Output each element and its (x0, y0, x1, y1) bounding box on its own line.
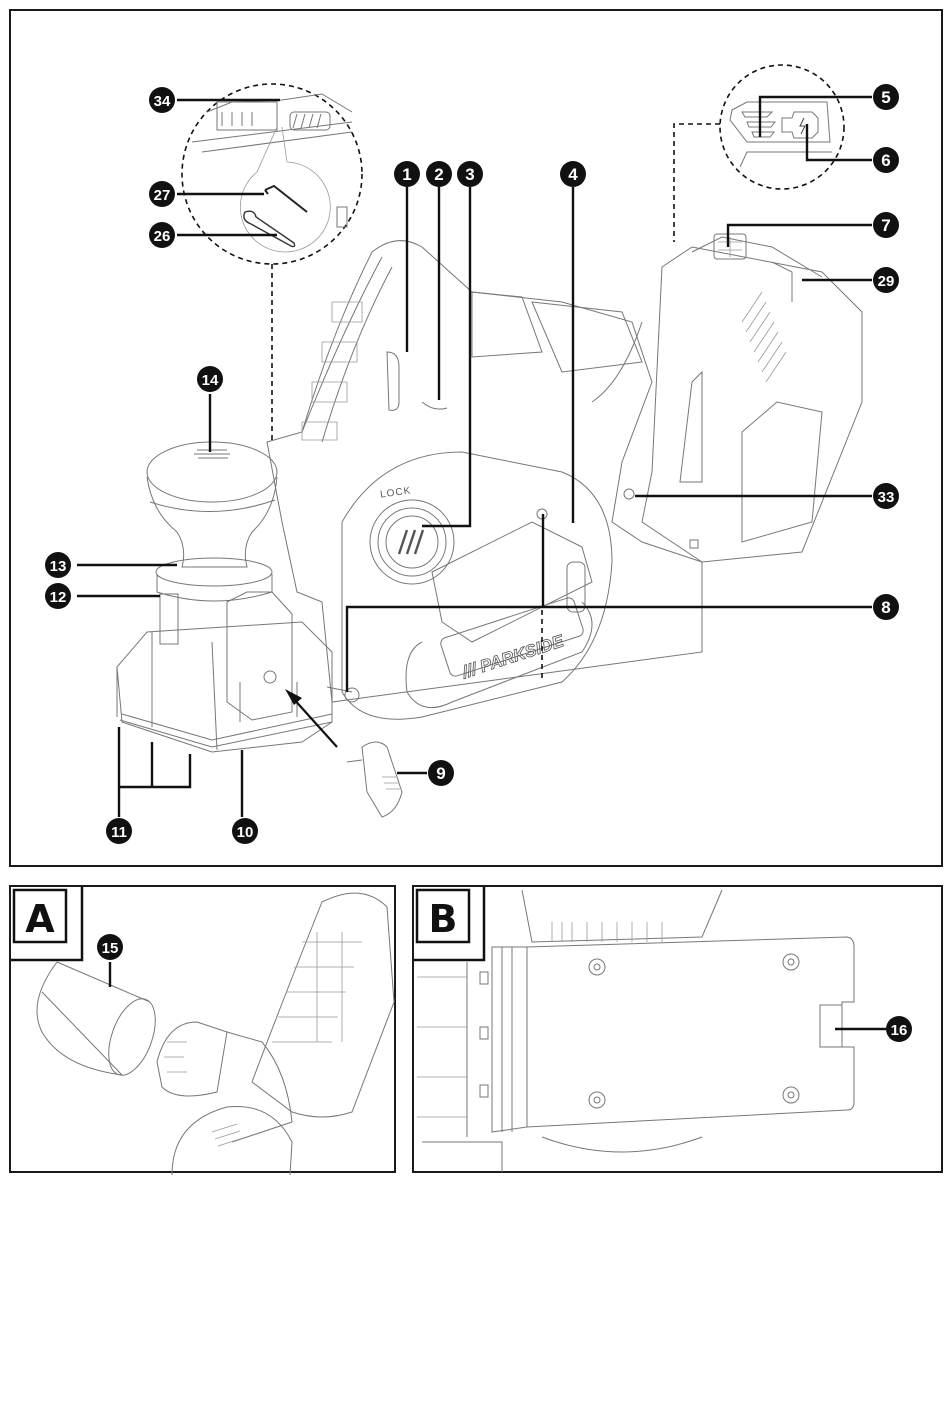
lock-label: LOCK (380, 485, 412, 500)
callout-12: 12 (45, 583, 71, 609)
svg-text:26: 26 (154, 228, 171, 245)
svg-text:14: 14 (202, 372, 219, 389)
callout-27: 27 (149, 181, 175, 207)
svg-text:16: 16 (891, 1022, 908, 1039)
svg-text:6: 6 (881, 151, 890, 170)
callout-29: 29 (873, 267, 899, 293)
svg-text:29: 29 (878, 273, 895, 290)
callout-3: 3 (457, 161, 483, 187)
dust-port (156, 1021, 293, 1143)
battery-release-button (623, 488, 635, 500)
panel-a-letter-box: A (11, 887, 84, 962)
base-plate (526, 936, 855, 1128)
insertion-arrow-icon (285, 689, 338, 748)
blade-drum-side (417, 946, 703, 1172)
front-handle-knob (146, 441, 278, 602)
svg-text:8: 8 (881, 598, 890, 617)
callout-9: 9 (428, 760, 454, 786)
motor-vents (521, 889, 723, 943)
rear-handle (251, 892, 395, 1118)
planer-base-front (116, 591, 333, 753)
svg-text:27: 27 (154, 187, 171, 204)
parking-foot (819, 1004, 843, 1048)
callout-1: 1 (394, 161, 420, 187)
svg-text:3: 3 (465, 165, 474, 184)
wrench-icon (243, 210, 296, 248)
svg-text:34: 34 (154, 93, 171, 110)
panel-b-illustration: B (414, 887, 912, 1172)
panel-b-letter-box: B (414, 887, 486, 962)
svg-text:9: 9 (436, 764, 445, 783)
svg-text:5: 5 (881, 88, 890, 107)
callout-13: 13 (45, 552, 71, 578)
parallel-guide-screw (344, 687, 360, 703)
callout-15: 15 (97, 934, 123, 960)
callout-2: 2 (426, 161, 452, 187)
callout-11: 11 (106, 818, 132, 844)
accessory-storage-detail (191, 93, 353, 253)
callout-5: 5 (873, 84, 899, 110)
thumb-screw (346, 741, 403, 818)
depth-scale (159, 593, 179, 645)
main-figure-panel: LOCK /// PARKSIDE (9, 9, 943, 867)
svg-text:2: 2 (434, 165, 443, 184)
callout-34: 34 (149, 87, 175, 113)
svg-text:11: 11 (111, 824, 127, 841)
svg-text:12: 12 (50, 589, 67, 606)
extraction-adapter (36, 961, 156, 1076)
battery-level-button (713, 233, 747, 260)
detail-circle-battery-indicator (719, 64, 845, 190)
panel-b-letter: B (429, 897, 458, 941)
hex-key-icon (264, 184, 308, 213)
detail-circle-accessories (181, 83, 363, 265)
battery-pack (623, 233, 863, 563)
callout-26: 26 (149, 222, 175, 248)
panel-a-illustration: A 15 (11, 887, 395, 1175)
svg-text:4: 4 (568, 165, 578, 184)
svg-text:15: 15 (102, 940, 119, 957)
svg-text:33: 33 (878, 489, 895, 506)
callout-33: 33 (873, 483, 899, 509)
brand-logo-text: /// PARKSIDE (459, 631, 567, 682)
callout-8: 8 (873, 594, 899, 620)
svg-text:10: 10 (237, 824, 254, 841)
svg-text:13: 13 (50, 558, 67, 575)
front-knob-top (171, 1105, 293, 1175)
callout-4: 4 (560, 161, 586, 187)
detail-panel-b: B (412, 885, 943, 1173)
on-off-switch (386, 351, 400, 411)
svg-text:7: 7 (881, 216, 890, 235)
svg-text:1: 1 (402, 165, 411, 184)
callout-6: 6 (873, 147, 899, 173)
battery-level-indicator-detail (729, 101, 832, 168)
callout-16: 16 (886, 1016, 912, 1042)
panel-a-letter: A (25, 897, 55, 941)
callout-10: 10 (232, 818, 258, 844)
planer-body (266, 240, 703, 703)
callout-14: 14 (197, 366, 223, 392)
planer-illustration: LOCK /// PARKSIDE (45, 64, 899, 844)
detail-panel-a: A 15 (9, 885, 396, 1175)
detail-leader-battery (673, 123, 720, 242)
callout-7: 7 (873, 212, 899, 238)
switch-lock (421, 401, 448, 410)
